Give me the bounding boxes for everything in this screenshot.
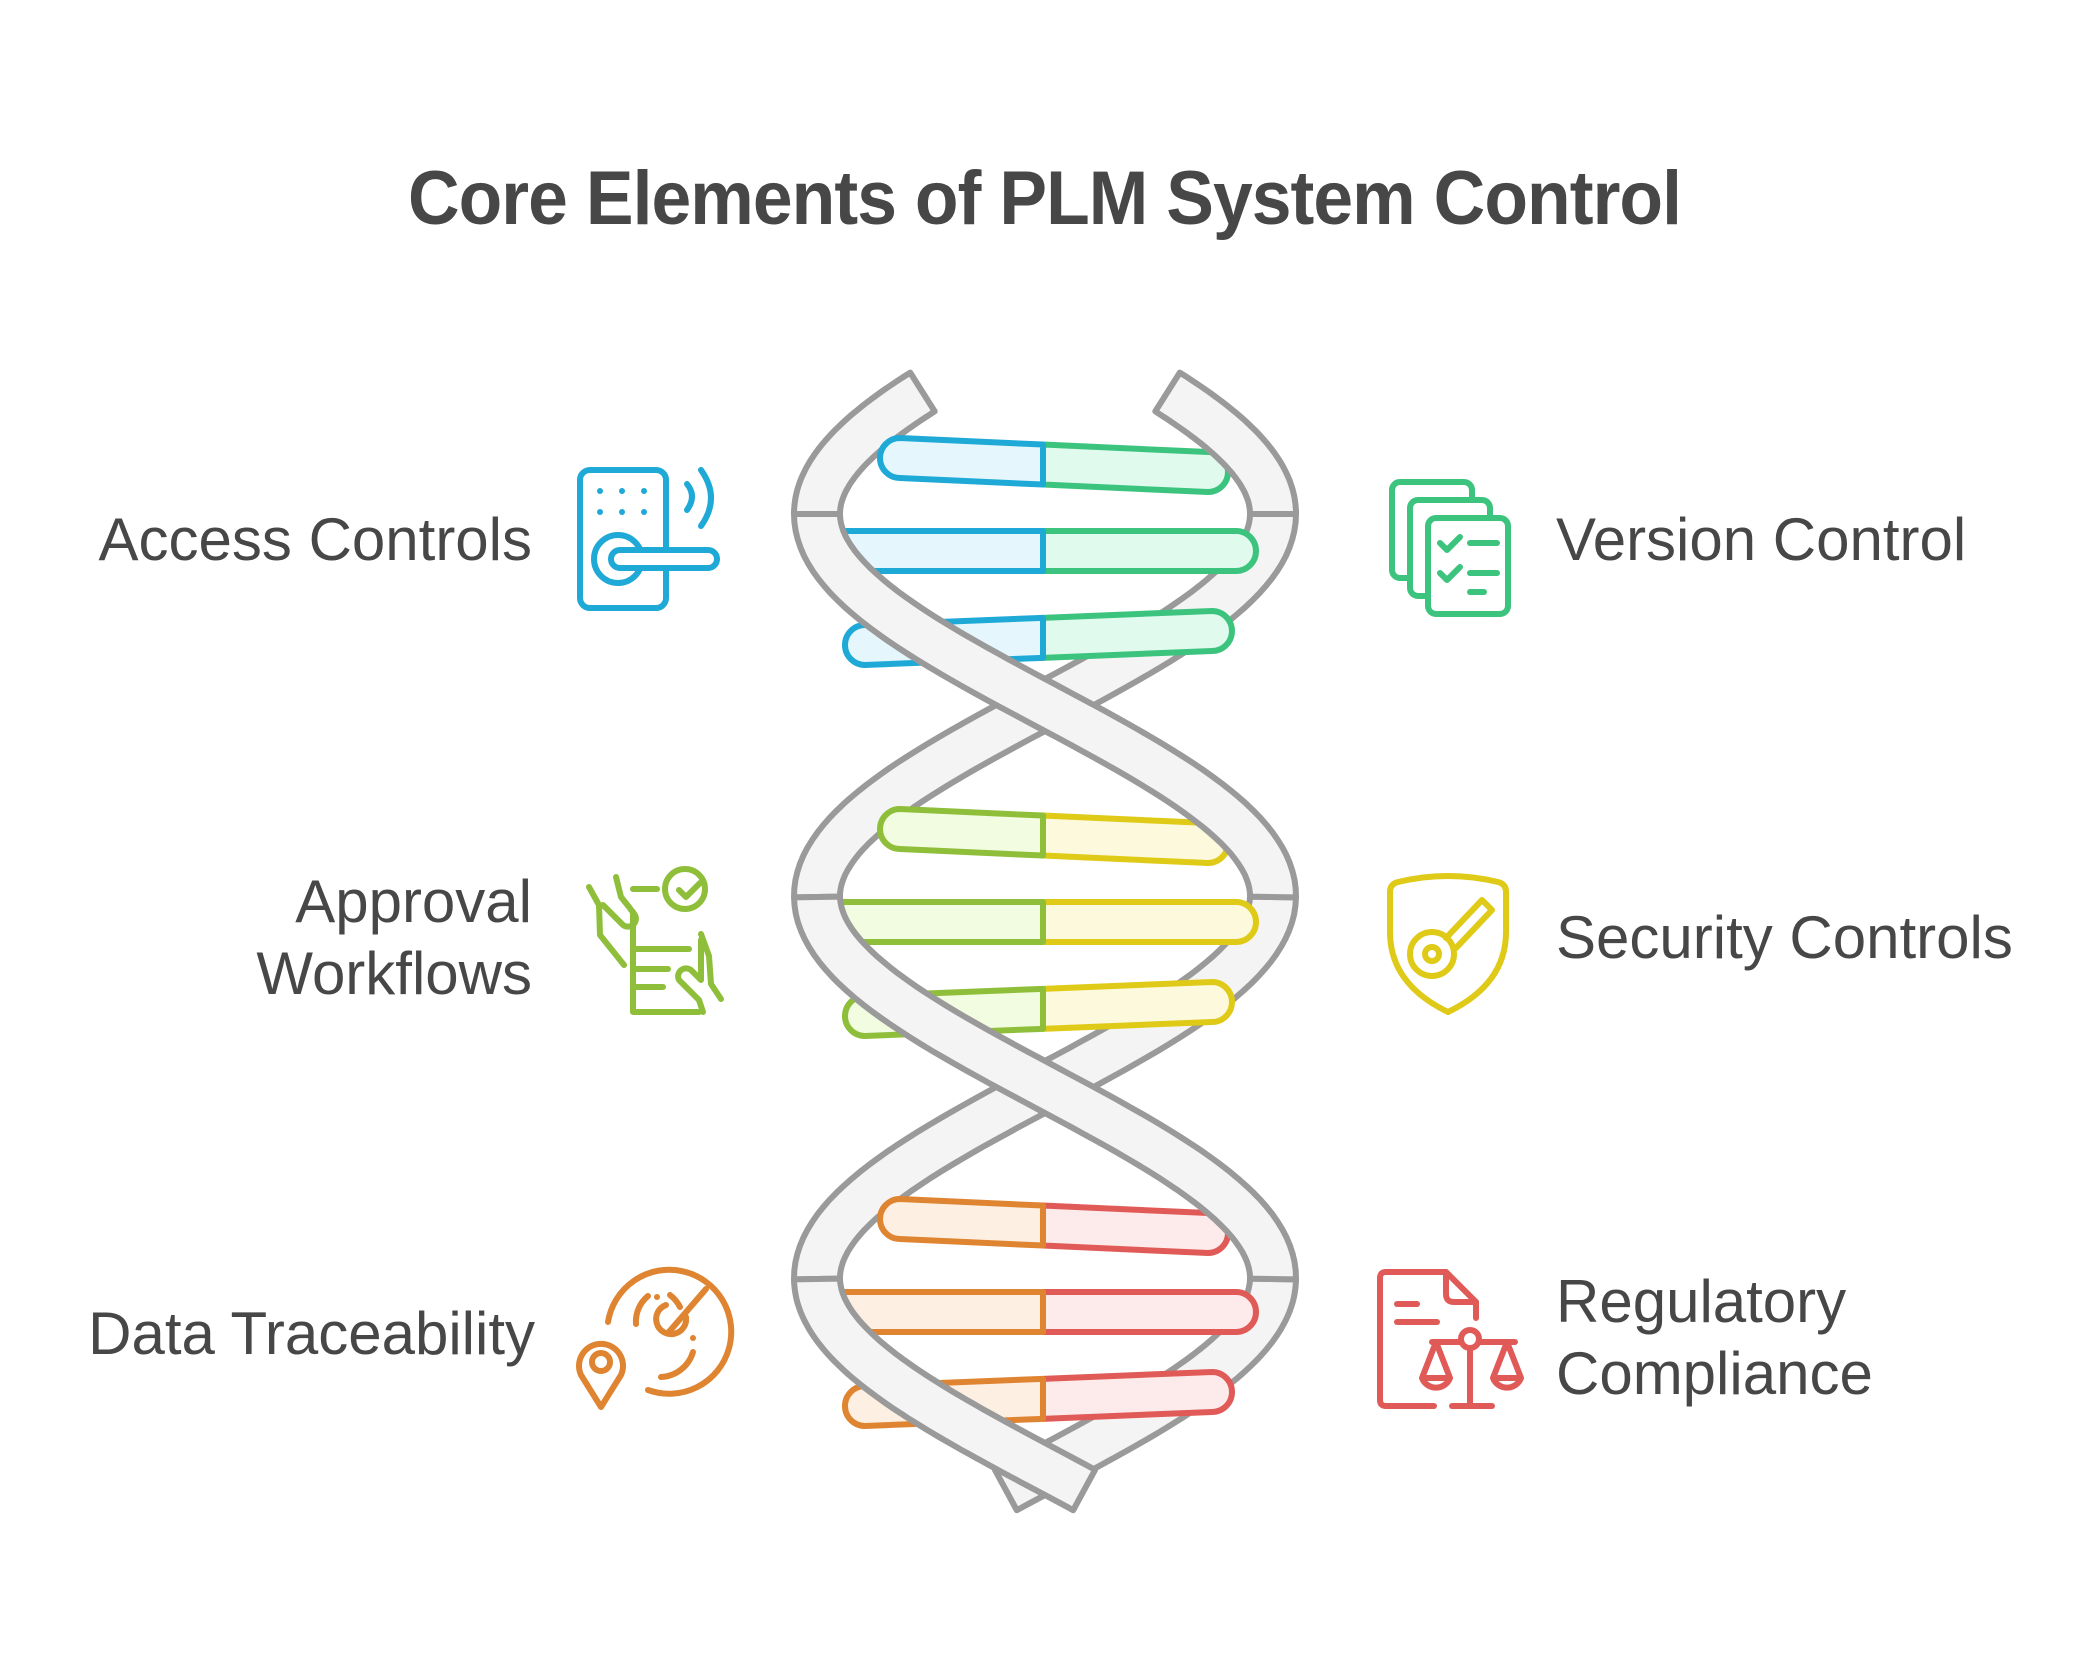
- rung-right-version-control: [1040, 528, 1259, 574]
- label-security-controls: Security Controls: [1556, 904, 2013, 971]
- helix-strand-segment: [791, 511, 1299, 901]
- rung-right-regulatory-compliance: [1040, 1369, 1235, 1422]
- helix-strand-segment: [1152, 369, 1299, 517]
- label-line: Compliance: [1556, 1340, 1873, 1407]
- rung-right-security-controls: [1040, 979, 1235, 1032]
- stacked-checklist-icon: [1380, 470, 1530, 620]
- label-version-control: Version Control: [1556, 506, 1967, 573]
- helix-front-strands: [791, 369, 1299, 1514]
- rung-right-version-control: [1040, 608, 1235, 661]
- label-regulatory-compliance: Regulatory Compliance: [1556, 1266, 1873, 1410]
- label-approval-workflows: Approval Workflows: [256, 866, 532, 1010]
- label-access-controls: Access Controls: [98, 506, 532, 573]
- diagram-title: Core Elements of PLM System Control: [407, 156, 1682, 241]
- rung-right-regulatory-compliance: [1040, 1202, 1231, 1256]
- document-scales-icon: [1372, 1262, 1524, 1412]
- rung-right-version-control: [1040, 441, 1231, 495]
- radar-location-icon: [576, 1262, 735, 1412]
- rung-left-approval-workflows: [877, 806, 1046, 859]
- label-data-traceability: Data Traceability: [88, 1300, 535, 1367]
- helix-strand-segment: [791, 1275, 1099, 1514]
- rung-right-regulatory-compliance: [1040, 1289, 1259, 1335]
- label-line: Regulatory: [1556, 1268, 1847, 1335]
- rung-right-security-controls: [1040, 899, 1259, 945]
- rung-left-access-controls: [877, 435, 1046, 488]
- label-line: Workflows: [256, 940, 532, 1007]
- helix-strand-segment: [791, 893, 1299, 1283]
- document-approval-icon: [573, 862, 724, 1015]
- shield-key-icon: [1376, 866, 1526, 1016]
- smart-lock-icon: [575, 466, 725, 616]
- label-line: Approval: [295, 868, 532, 935]
- rung-left-data-traceability: [877, 1196, 1046, 1249]
